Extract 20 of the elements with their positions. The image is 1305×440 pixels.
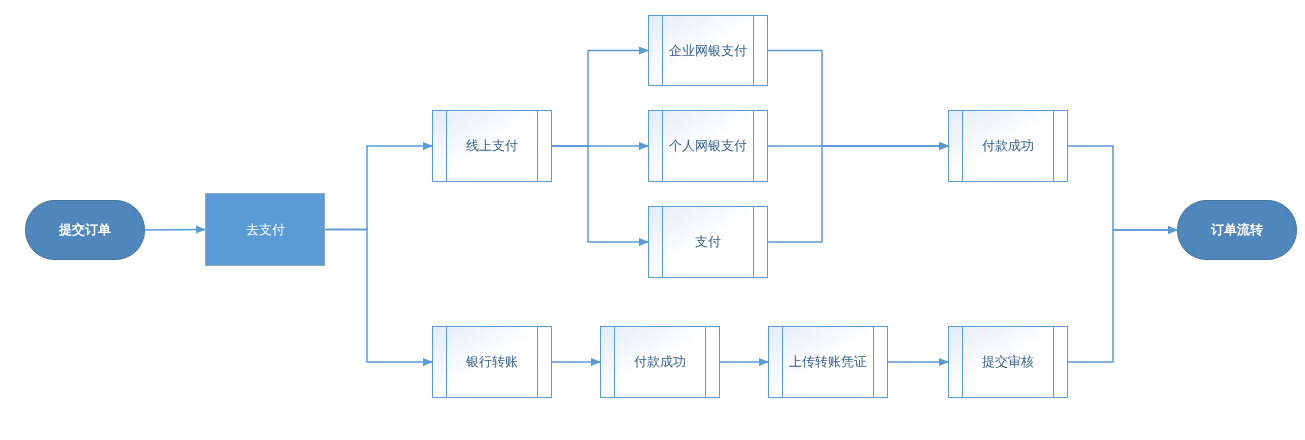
subprocess-box: 企业网银支付 (648, 15, 768, 86)
subprocess-box: 支付 (648, 206, 768, 278)
arrow (551, 145, 649, 246)
arrow (767, 142, 949, 243)
arrow (887, 358, 949, 366)
arrow (551, 358, 601, 366)
subprocess-box: 提交审核 (948, 326, 1068, 398)
process-box: 去支付 (205, 193, 325, 266)
subprocess-box: 上传转账凭证 (768, 326, 888, 398)
arrow (324, 228, 433, 366)
arrow (719, 358, 769, 366)
subprocess-box: 银行转账 (432, 326, 552, 398)
subprocess-box: 个人网银支付 (648, 110, 768, 182)
subprocess-box: 线上支付 (432, 110, 552, 182)
terminal-shape: 订单流转 (1177, 200, 1297, 260)
arrow (1067, 226, 1178, 363)
terminal-shape: 提交订单 (25, 200, 145, 260)
arrow (144, 225, 206, 234)
subprocess-box: 付款成功 (948, 110, 1068, 182)
subprocess-box: 付款成功 (600, 326, 720, 398)
